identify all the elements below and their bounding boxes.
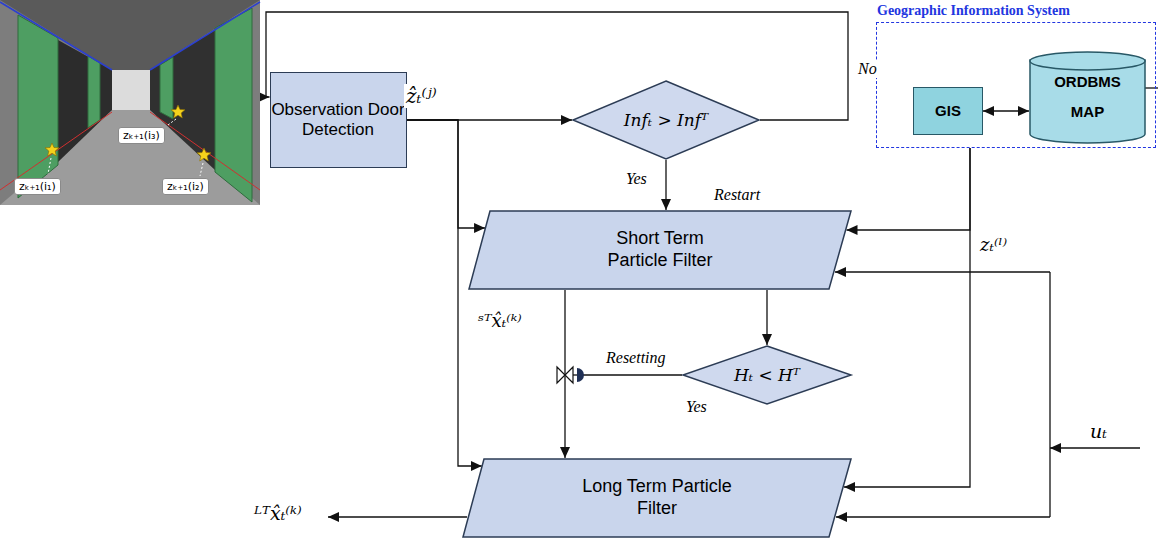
photo-callout: zₖ₊₁(i₁) bbox=[14, 178, 61, 195]
signal-note: Restart bbox=[712, 186, 762, 204]
control-arrow bbox=[835, 271, 1050, 272]
gis-box: GIS bbox=[913, 87, 983, 135]
node-label: MAP bbox=[1029, 103, 1146, 121]
node-label: Long Term Particle Filter bbox=[582, 476, 732, 519]
edge-label: Yes bbox=[624, 170, 649, 188]
node-outline bbox=[1029, 51, 1146, 143]
node-label: Infₜ > Infᵀ bbox=[624, 110, 708, 130]
valve-symbol bbox=[565, 367, 573, 383]
signal-note: Resetting bbox=[604, 349, 668, 367]
connector-arrow bbox=[844, 148, 970, 487]
control-input-arrow bbox=[1050, 447, 1140, 448]
node-outline bbox=[469, 211, 851, 289]
feature-star bbox=[45, 143, 59, 156]
photo-door bbox=[88, 56, 100, 128]
feature-star bbox=[171, 105, 185, 118]
leader-line bbox=[168, 119, 176, 125]
node-label: ORDBMS bbox=[1029, 73, 1146, 91]
photo-shelves bbox=[150, 30, 215, 170]
node-label: Short Term Particle Filter bbox=[585, 228, 735, 271]
node-outline bbox=[463, 459, 851, 537]
leader-line bbox=[48, 158, 51, 174]
node-label: Hₜ < Hᵀ bbox=[734, 365, 800, 385]
system-group: Geographic Information SystemGISORDBMSMA… bbox=[876, 22, 1156, 148]
photo-door bbox=[18, 15, 58, 198]
filter-block: Long Term Particle Filter bbox=[462, 458, 852, 538]
node-outline bbox=[1030, 60, 1145, 143]
node-label: GIS bbox=[935, 102, 961, 120]
connector-arrow bbox=[847, 148, 971, 230]
signal-note: Yes bbox=[684, 398, 709, 416]
photo-callout: zₖ₊₁(i₂) bbox=[162, 178, 209, 195]
valve-actuator bbox=[577, 368, 584, 382]
database-cylinder: ORDBMS MAP bbox=[1029, 51, 1146, 143]
valve-symbol bbox=[557, 367, 565, 383]
decision-diamond: Infₜ > Infᵀ bbox=[572, 80, 760, 160]
photo-edge-line bbox=[0, 2, 112, 70]
connector-arrow bbox=[766, 290, 767, 345]
signal-name: ẑₜ⁽ʲ⁾ bbox=[404, 84, 439, 108]
reset-control-line bbox=[583, 374, 682, 375]
group-heading: Geographic Information System bbox=[877, 3, 1070, 20]
node-outline bbox=[683, 346, 851, 404]
node-outline bbox=[573, 81, 759, 159]
valve-stem bbox=[573, 374, 577, 375]
connector-arrow bbox=[407, 120, 482, 466]
node-label: Observation Door Detection bbox=[271, 100, 406, 141]
signal-name: ᴸᵀx̂ₜ⁽ᵏ⁾ bbox=[252, 502, 304, 524]
edge-label: zₜ⁽ˡ⁾ bbox=[978, 234, 1009, 255]
control-arrow bbox=[836, 516, 1050, 517]
connector-arrow bbox=[983, 110, 1029, 111]
photo-door bbox=[215, 8, 252, 202]
node-outline bbox=[1030, 52, 1145, 70]
leader-line bbox=[200, 163, 203, 176]
filter-block: Short Term Particle Filter bbox=[468, 210, 852, 290]
input-line bbox=[260, 96, 268, 97]
photo-ground bbox=[0, 0, 260, 205]
control-bus bbox=[1049, 272, 1050, 517]
feature-star bbox=[197, 148, 211, 161]
photo-far-end bbox=[112, 70, 150, 110]
process-box: Observation Door Detection bbox=[270, 72, 407, 168]
map-link-line bbox=[1145, 87, 1158, 88]
photo-edge-line bbox=[150, 2, 260, 70]
connector-arrow bbox=[665, 160, 666, 210]
photo-callout: zₖ₊₁(i₃) bbox=[118, 127, 165, 144]
edge-label: No bbox=[856, 60, 879, 78]
signal-name: uₜ bbox=[1088, 420, 1109, 442]
decision-diamond: Hₜ < Hᵀ bbox=[682, 345, 852, 405]
connector-arrow bbox=[407, 120, 486, 228]
output-arrow bbox=[328, 516, 467, 517]
edge-label: ˢᵀx̂ₜ⁽ᵏ⁾ bbox=[476, 310, 524, 331]
